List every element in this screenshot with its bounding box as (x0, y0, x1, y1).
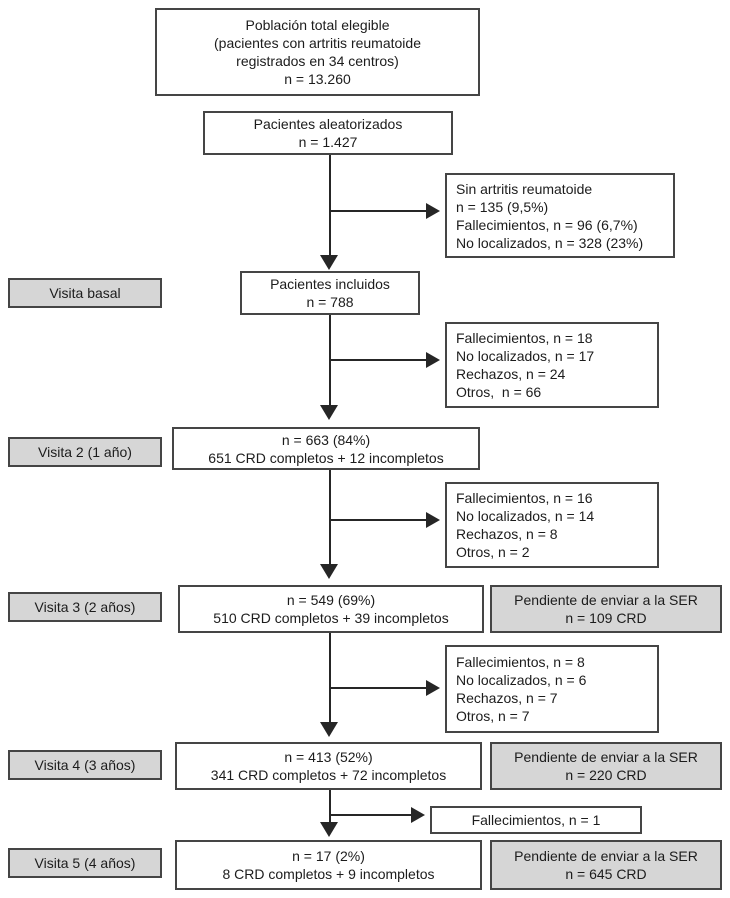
box-line: Población total elegible (245, 17, 390, 33)
arrow-right-icon (411, 807, 425, 823)
label-visita-basal: Visita basal (8, 278, 162, 308)
box-line: Fallecimientos, n = 16 (456, 490, 593, 506)
connector-line (329, 470, 331, 565)
arrow-down-icon (320, 255, 338, 270)
box-line: 8 CRD completos + 9 incompletos (222, 866, 435, 882)
box-line: Rechazos, n = 24 (456, 366, 566, 382)
box-visit2: n = 663 (84%) 651 CRD completos + 12 inc… (172, 427, 480, 470)
box-pending-ser-3: Pendiente de enviar a la SER n = 645 CRD (490, 840, 722, 890)
box-included: Pacientes incluidos n = 788 (240, 271, 420, 315)
connector-line (330, 814, 411, 816)
label-text: Visita 5 (4 años) (34, 855, 136, 871)
box-visit3: n = 549 (69%) 510 CRD completos + 39 inc… (178, 585, 484, 633)
box-line: Rechazos, n = 7 (456, 690, 558, 706)
box-excluded-after-visit4: Fallecimientos, n = 1 (430, 806, 642, 834)
label-visita-5: Visita 5 (4 años) (8, 848, 162, 878)
label-visita-3: Visita 3 (2 años) (8, 592, 162, 622)
box-excluded-after-included: Fallecimientos, n = 18 No localizados, n… (445, 322, 659, 408)
box-line: n = 1.427 (298, 134, 358, 150)
box-line: Pendiente de enviar a la SER (514, 848, 698, 864)
box-line: n = 645 CRD (565, 866, 647, 882)
box-line: n = 549 (69%) (286, 592, 376, 608)
arrow-right-icon (426, 512, 440, 528)
box-line: Otros, n = 2 (456, 544, 530, 560)
arrow-down-icon (320, 822, 338, 837)
box-line: n = 109 CRD (565, 610, 647, 626)
box-line: Pacientes incluidos (270, 276, 390, 292)
box-excluded-after-visit2: Fallecimientos, n = 16 No localizados, n… (445, 482, 659, 568)
box-excluded-after-randomized: Sin artritis reumatoide n = 135 (9,5%) F… (445, 173, 675, 258)
arrow-right-icon (426, 203, 440, 219)
connector-line (330, 210, 426, 212)
box-line: Rechazos, n = 8 (456, 526, 558, 542)
box-line: Pendiente de enviar a la SER (514, 749, 698, 765)
box-line: n = 135 (9,5%) (456, 198, 549, 215)
box-line: n = 17 (2%) (292, 848, 365, 864)
label-visita-4: Visita 4 (3 años) (8, 750, 162, 780)
box-line: No localizados, n = 17 (456, 348, 595, 364)
box-line: n = 413 (52%) (284, 749, 373, 765)
box-line: No localizados, n = 6 (456, 672, 587, 688)
box-randomized: Pacientes aleatorizados n = 1.427 (203, 111, 453, 155)
box-pending-ser-2: Pendiente de enviar a la SER n = 220 CRD (490, 742, 722, 790)
arrow-right-icon (426, 680, 440, 696)
box-line: n = 220 CRD (565, 767, 647, 783)
box-line: No localizados, n = 328 (23%) (456, 234, 644, 251)
arrow-down-icon (320, 564, 338, 579)
box-pending-ser-1: Pendiente de enviar a la SER n = 109 CRD (490, 585, 722, 633)
box-line: Otros, n = 66 (456, 384, 542, 400)
box-line: registrados en 34 centros) (236, 53, 399, 69)
box-line: n = 788 (306, 294, 354, 310)
arrow-right-icon (426, 352, 440, 368)
box-line: No localizados, n = 14 (456, 508, 595, 524)
label-visita-2: Visita 2 (1 año) (8, 437, 162, 467)
connector-line (329, 790, 331, 823)
box-line: Sin artritis reumatoide (456, 180, 593, 197)
connector-line (329, 155, 331, 256)
box-visit4: n = 413 (52%) 341 CRD completos + 72 inc… (175, 742, 482, 790)
arrow-down-icon (320, 722, 338, 737)
label-text: Visita 3 (2 años) (34, 599, 136, 615)
label-text: Visita 4 (3 años) (34, 757, 136, 773)
box-visit5: n = 17 (2%) 8 CRD completos + 9 incomple… (175, 840, 482, 890)
box-line: 341 CRD completos + 72 incompletos (210, 767, 447, 783)
box-eligible-population: Población total elegible (pacientes con … (155, 8, 480, 96)
box-line: Pendiente de enviar a la SER (514, 592, 698, 608)
label-text: Visita basal (49, 285, 121, 301)
box-line: Fallecimientos, n = 8 (456, 654, 585, 670)
connector-line (330, 519, 426, 521)
connector-line (330, 687, 426, 689)
box-line: (pacientes con artritis reumatoide (214, 35, 421, 51)
box-line: n = 663 (84%) (281, 431, 371, 448)
box-line: n = 13.260 (284, 71, 351, 87)
box-line: Pacientes aleatorizados (253, 116, 403, 132)
box-excluded-after-visit3: Fallecimientos, n = 8 No localizados, n … (445, 645, 659, 733)
arrow-down-icon (320, 405, 338, 420)
box-line: Fallecimientos, n = 18 (456, 330, 593, 346)
box-line: Otros, n = 7 (456, 708, 530, 724)
box-line: 651 CRD completos + 12 incompletos (208, 449, 444, 466)
connector-line (330, 359, 426, 361)
box-line: Fallecimientos, n = 96 (6,7%) (456, 216, 638, 233)
box-line: Fallecimientos, n = 1 (471, 812, 601, 828)
connector-line (329, 633, 331, 723)
box-line: 510 CRD completos + 39 incompletos (213, 610, 449, 626)
label-text: Visita 2 (1 año) (38, 444, 132, 460)
